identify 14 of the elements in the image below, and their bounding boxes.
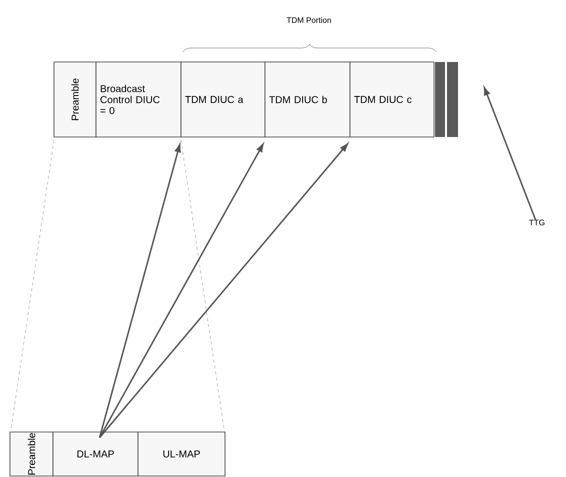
frame-cell: TDM DIUC c xyxy=(350,62,434,138)
ttg-bar xyxy=(435,62,458,137)
preamble-cell: Preamble xyxy=(10,432,54,476)
arrow xyxy=(98,144,264,438)
map-cell: UL-MAP xyxy=(138,432,226,476)
map-cell: DL-MAP xyxy=(52,432,138,476)
ttg-label: TTG xyxy=(529,220,544,226)
frame-cell: TDM DIUC b xyxy=(264,62,350,138)
preamble-cell: Preamble xyxy=(54,62,96,138)
arrow xyxy=(98,144,181,438)
frame-cell: TDM DIUC a xyxy=(180,62,266,138)
brace-label: TDM Portion xyxy=(286,17,331,23)
arrow xyxy=(484,87,536,221)
arrow xyxy=(99,143,348,438)
